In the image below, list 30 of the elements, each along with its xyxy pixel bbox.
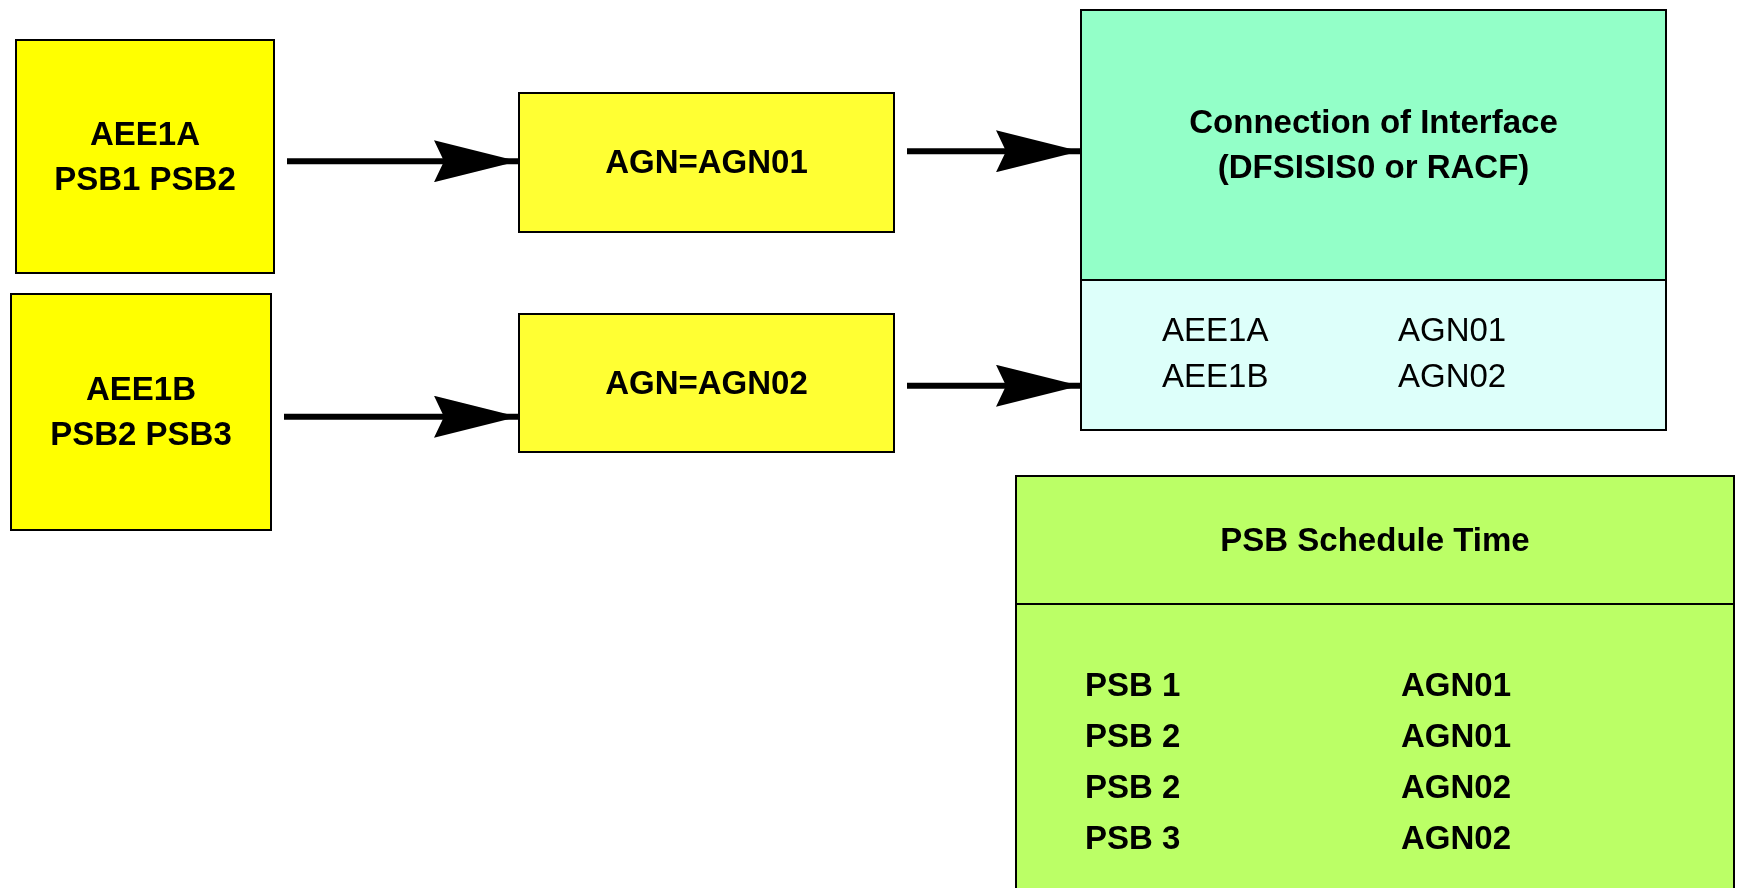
process-box bbox=[518, 313, 895, 453]
table-text: AGN01 bbox=[1401, 716, 1513, 756]
table-text: AGN02 bbox=[1401, 818, 1513, 858]
table-box bbox=[1015, 603, 1735, 888]
node-label: AEE1A PSB1 PSB2 bbox=[53, 113, 237, 199]
table-text: AGN02 bbox=[1398, 356, 1508, 396]
table-text: PSB 2 bbox=[1085, 716, 1182, 756]
node-label: PSB Schedule Time bbox=[1220, 519, 1530, 560]
header-box bbox=[1015, 475, 1735, 605]
process-box bbox=[518, 92, 895, 233]
node-label: AGN=AGN02 bbox=[605, 362, 808, 403]
arrow bbox=[907, 364, 1080, 407]
node-label: Connection of Interface (DFSISIS0 or RACF) bbox=[1188, 102, 1559, 187]
table-text: AGN01 bbox=[1398, 310, 1508, 350]
arrow bbox=[284, 395, 518, 438]
arrow bbox=[907, 130, 1080, 173]
table-text: PSB 1 bbox=[1085, 665, 1182, 705]
process-box bbox=[10, 293, 272, 531]
table-text: AEE1B bbox=[1162, 356, 1270, 396]
table-box bbox=[1080, 279, 1667, 431]
header-box bbox=[1080, 9, 1667, 281]
table-text: AGN02 bbox=[1401, 767, 1513, 807]
node-label: AGN=AGN01 bbox=[605, 142, 808, 183]
table-text: PSB 3 bbox=[1085, 818, 1182, 858]
table-text: AEE1A bbox=[1162, 310, 1270, 350]
table-text: AGN01 bbox=[1401, 665, 1513, 705]
arrow bbox=[287, 140, 518, 183]
process-box bbox=[15, 39, 275, 274]
table-text: PSB 2 bbox=[1085, 767, 1182, 807]
node-label: AEE1B PSB2 PSB3 bbox=[49, 369, 233, 454]
